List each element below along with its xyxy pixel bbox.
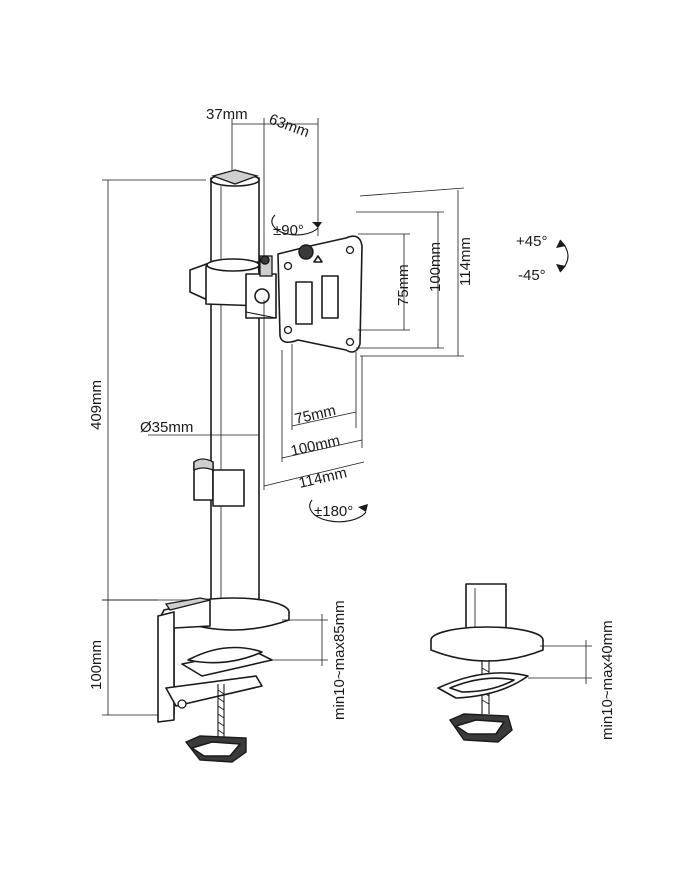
cable-clip: [193, 458, 245, 507]
rotate-180-label: ±180°: [314, 503, 353, 520]
vesa-v-114-label: 114mm: [457, 237, 474, 286]
height-409-dimension: 409mm: [88, 179, 206, 715]
desk-clamp: 100mm min10~max85mm: [88, 597, 348, 763]
tilt-down-label: -45°: [518, 267, 546, 284]
vesa-v-75-label: 75mm: [395, 264, 412, 306]
height-409-label: 409mm: [88, 380, 105, 430]
vesa-plate: [277, 235, 363, 353]
clamp-range-label: min10~max85mm: [331, 600, 348, 720]
vesa-h-100-label: 100mm: [289, 432, 342, 460]
pole-diameter-dimension: Ø35mm: [140, 419, 258, 436]
tilt-up-label: +45°: [516, 233, 547, 250]
collar-arm: [189, 255, 277, 319]
rotate-180-indicator: ±180°: [309, 499, 368, 523]
grommet-mount: min10~max40mm: [430, 583, 616, 743]
grommet-range-label: min10~max40mm: [599, 620, 616, 740]
vesa-h-114-label: 114mm: [297, 464, 348, 492]
pole-diameter-label: Ø35mm: [140, 419, 193, 436]
vesa-vertical-dimensions: 75mm 100mm 114mm: [356, 187, 474, 357]
rotate-90-indicator: ±90°: [271, 214, 322, 239]
vesa-h-75-label: 75mm: [293, 402, 337, 428]
rotate-90-label: ±90°: [273, 222, 304, 239]
pole: [210, 169, 260, 611]
vesa-v-100-label: 100mm: [427, 242, 444, 292]
offset-37-label: 37mm: [206, 106, 248, 123]
tilt-indicator: +45° -45°: [516, 233, 569, 284]
offset-63-label: 63mm: [267, 111, 312, 141]
clamp-height-100-label: 100mm: [88, 640, 105, 690]
